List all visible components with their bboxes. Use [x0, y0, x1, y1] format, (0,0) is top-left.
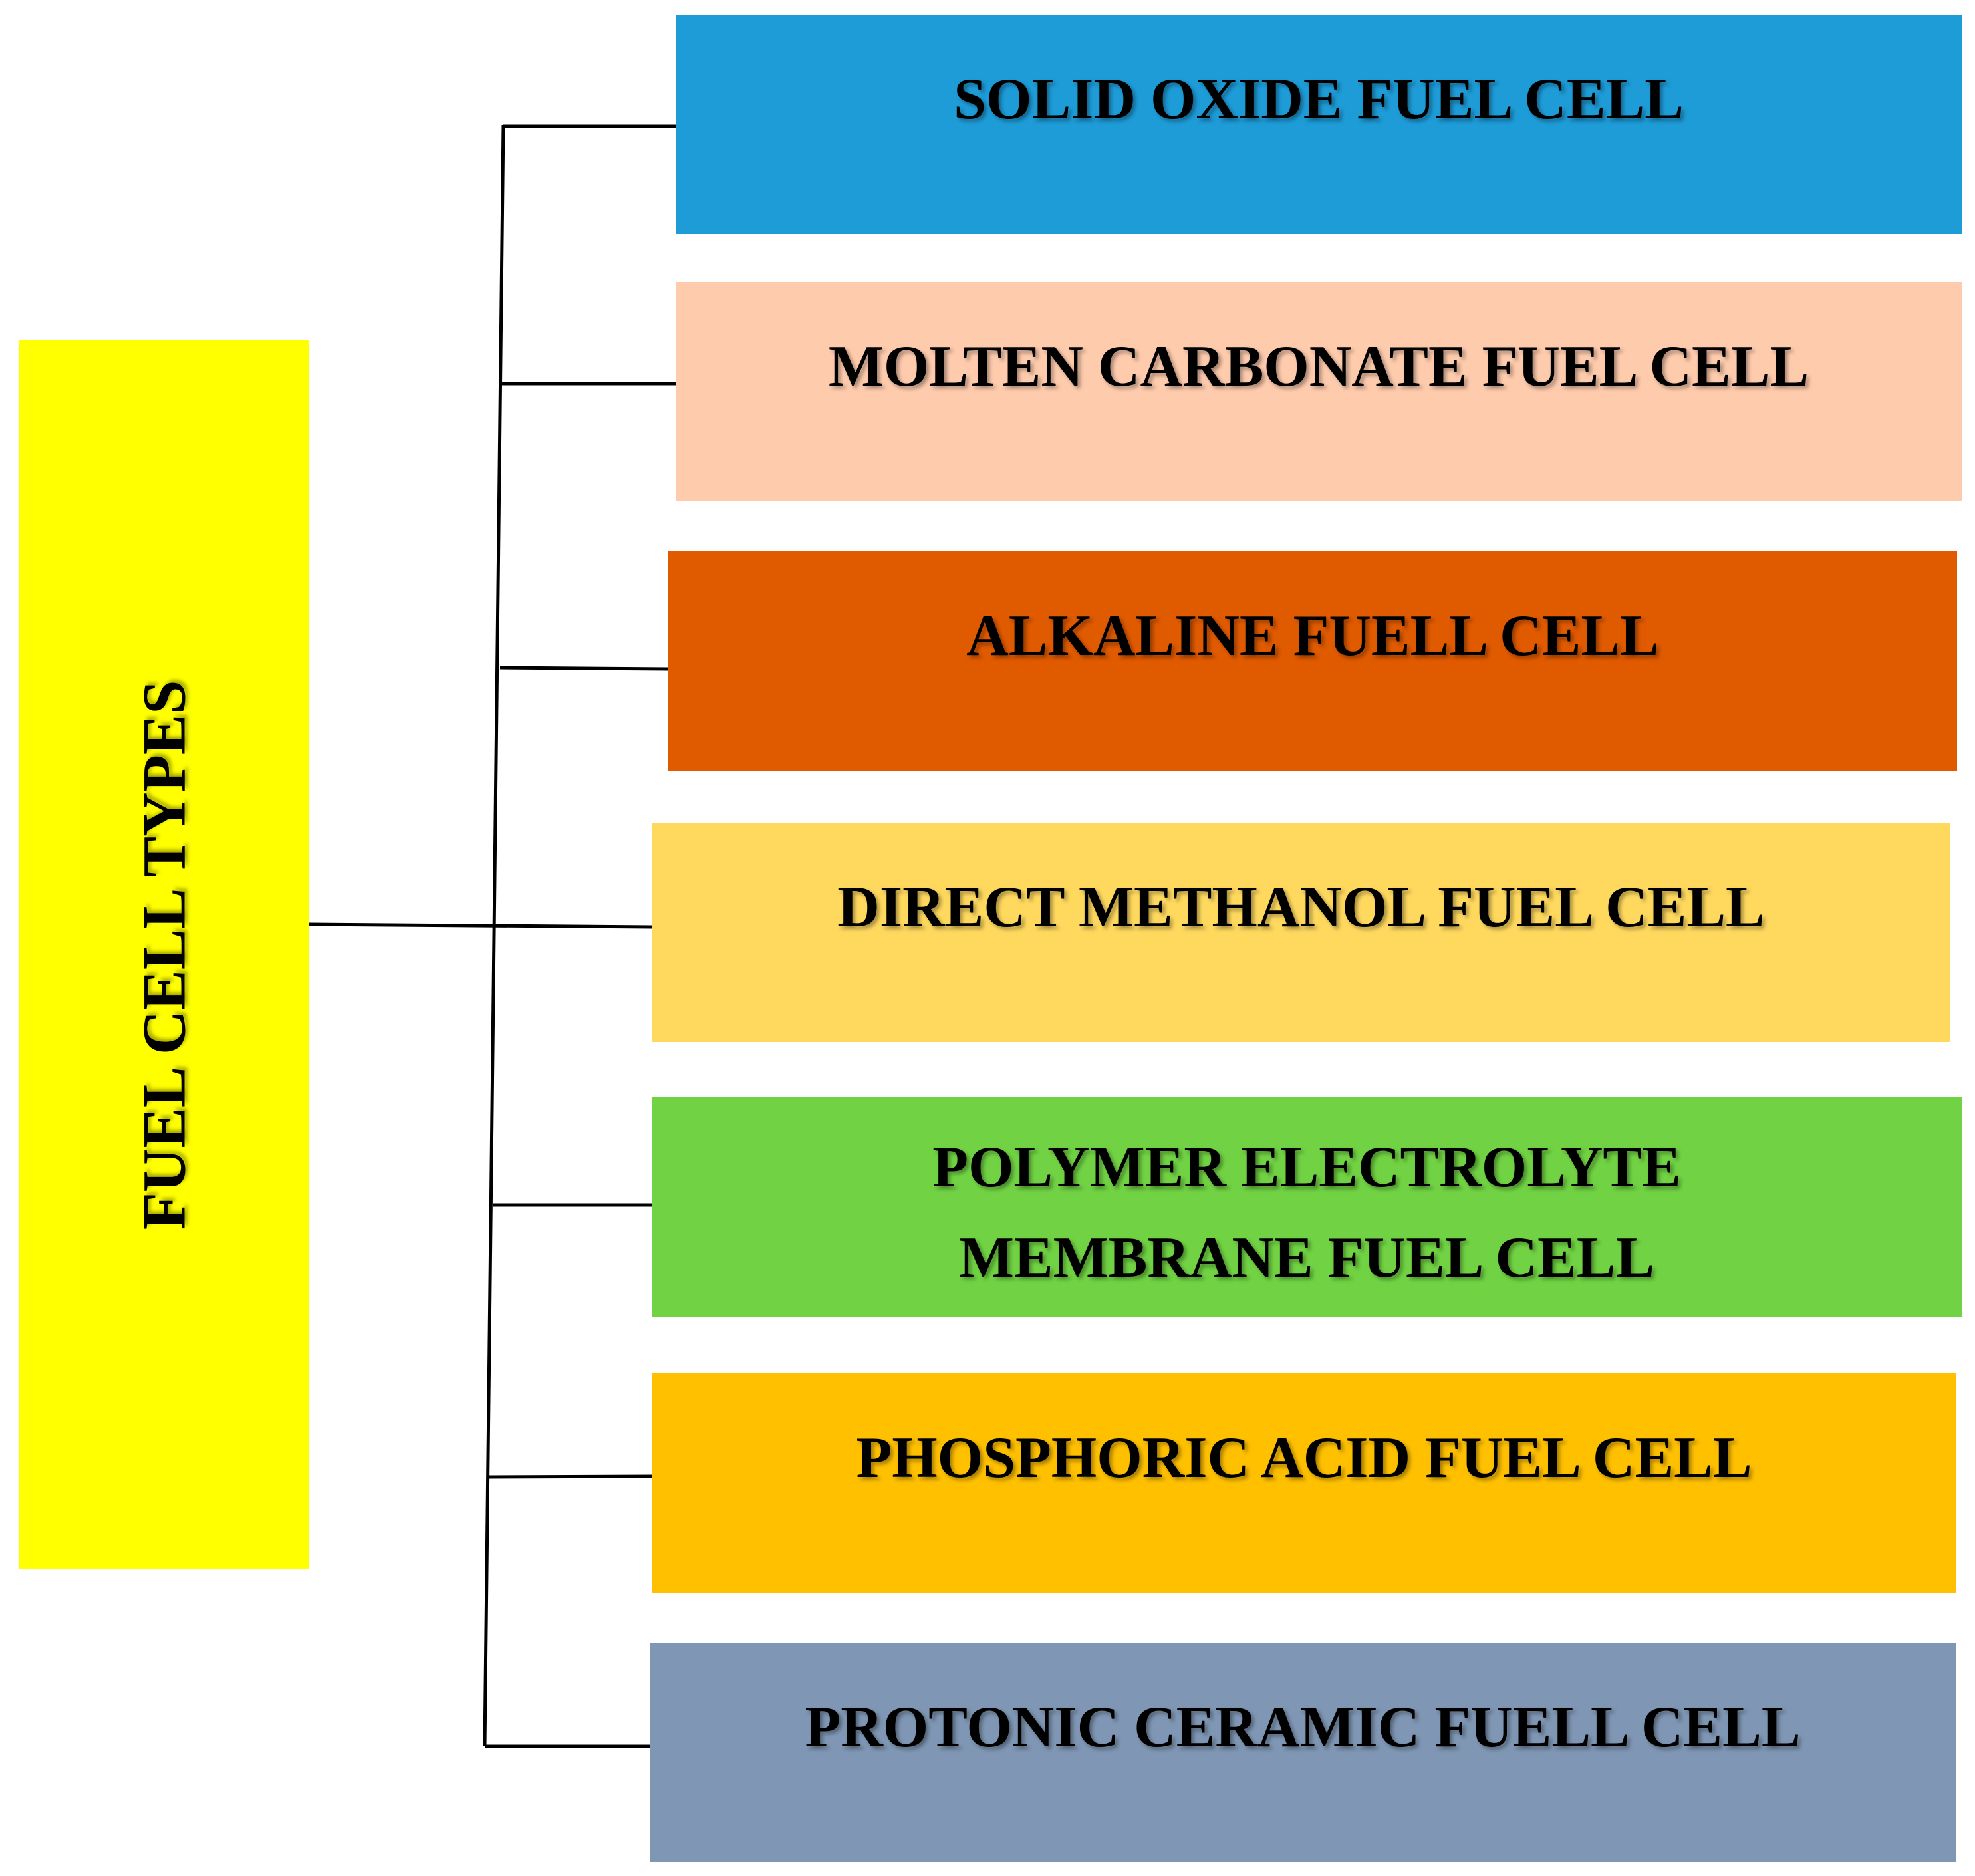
connector-branch-3	[499, 666, 669, 671]
connector-trunk	[483, 124, 505, 1747]
type-label: SOLID OXIDE FUEL CELL	[954, 67, 1684, 132]
type-label: PHOSPHORIC ACID FUEL CELL	[856, 1426, 1752, 1490]
type-label: PROTONIC CERAMIC FUELL CELL	[805, 1695, 1801, 1760]
type-label: POLYMER ELECTROLYTE MEMBRANE FUEL CELL	[932, 1135, 1681, 1290]
connector-branch-6	[489, 1474, 654, 1479]
type-box-polymer-electrolyte: POLYMER ELECTROLYTE MEMBRANE FUEL CELL	[652, 1097, 1962, 1317]
type-label: DIRECT METHANOL FUEL CELL	[837, 875, 1765, 940]
type-label: ALKALINE FUELL CELL	[966, 604, 1659, 668]
type-box-alkaline: ALKALINE FUELL CELL	[668, 551, 1957, 771]
connector-root	[309, 922, 652, 929]
type-box-molten-carbonate: MOLTEN CARBONATE FUEL CELL	[676, 282, 1962, 501]
root-label: FUEL CELL TYPES	[130, 680, 198, 1230]
root-box-fuel-cell-types: FUEL CELL TYPES	[19, 340, 309, 1569]
type-box-phosphoric-acid: PHOSPHORIC ACID FUEL CELL	[652, 1373, 1956, 1593]
type-box-solid-oxide: SOLID OXIDE FUEL CELL	[676, 15, 1962, 234]
type-box-protonic-ceramic: PROTONIC CERAMIC FUELL CELL	[650, 1643, 1956, 1862]
type-box-direct-methanol: DIRECT METHANOL FUEL CELL	[652, 823, 1950, 1042]
type-label: MOLTEN CARBONATE FUEL CELL	[828, 335, 1809, 399]
